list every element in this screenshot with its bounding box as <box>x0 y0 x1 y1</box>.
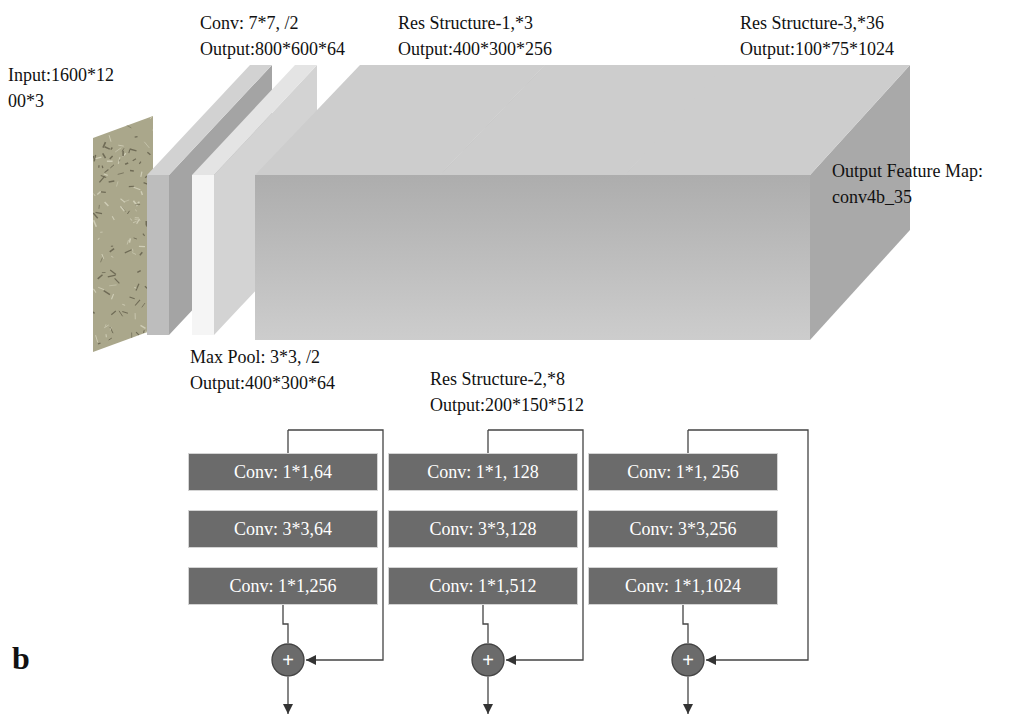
layer-label: Output:400*300*64 <box>190 370 335 396</box>
layer-label: Res Structure-2,*8 <box>430 366 565 392</box>
conv-label: Conv: 1*1,64 <box>234 461 332 483</box>
conv-label: Conv: 1*1,1024 <box>625 575 741 597</box>
conv-label: Conv: 3*3,64 <box>234 518 332 540</box>
conv-box: Conv: 1*1,512 <box>388 567 578 605</box>
input-line <box>287 430 288 453</box>
plus-sign: + <box>682 650 694 670</box>
conv-box: Conv: 1*1, 128 <box>388 453 578 491</box>
output-arrow <box>687 677 688 714</box>
connector-line <box>483 605 488 643</box>
layer-label: Conv: 7*7, /2 <box>200 10 299 36</box>
micrograph-picture <box>93 116 153 352</box>
conv-box: Conv: 1*1,1024 <box>588 567 778 605</box>
conv-label: Conv: 3*3,128 <box>429 518 536 540</box>
sum-circle: + <box>471 643 505 677</box>
conv-box: Conv: 1*1,64 <box>188 453 378 491</box>
input-line <box>687 430 688 453</box>
plus-sign: + <box>282 650 294 670</box>
conv-box: Conv: 1*1,256 <box>188 567 378 605</box>
layer-label: Output:800*600*64 <box>200 36 345 62</box>
conv-label: Conv: 3*3,256 <box>629 518 736 540</box>
layer-label: Output:100*75*1024 <box>740 36 894 62</box>
connector-line <box>283 605 288 643</box>
conv-label: Conv: 1*1,512 <box>429 575 536 597</box>
sum-circle: + <box>671 643 705 677</box>
output-arrow <box>287 677 288 714</box>
sum-circle: + <box>271 643 305 677</box>
layer-label: Res Structure-3,*36 <box>740 10 884 36</box>
conv-label: Conv: 1*1, 256 <box>627 461 739 483</box>
output-label: Output Feature Map: conv4b_35 <box>832 158 1007 210</box>
layer-label: Res Structure-1,*3 <box>398 10 533 36</box>
panel-letter: b <box>12 638 30 678</box>
conv-box: Conv: 3*3,256 <box>588 510 778 548</box>
layer-label: Input:1600*12 00*3 <box>8 62 133 114</box>
input-line <box>487 430 488 453</box>
conv-label: Conv: 1*1, 128 <box>427 461 539 483</box>
plus-sign: + <box>482 650 494 670</box>
layer-label: Output:200*150*512 <box>430 392 584 418</box>
conv-box: Conv: 1*1, 256 <box>588 453 778 491</box>
connector-line <box>683 605 688 643</box>
layer-label: Max Pool: 3*3, /2 <box>190 344 320 370</box>
layer-label: Output:400*300*256 <box>398 36 552 62</box>
conv-label: Conv: 1*1,256 <box>229 575 336 597</box>
input-image: Input:1600*12 00*3 <box>93 116 153 352</box>
output-arrow <box>487 677 488 714</box>
conv-box: Conv: 3*3,128 <box>388 510 578 548</box>
conv-box: Conv: 3*3,64 <box>188 510 378 548</box>
